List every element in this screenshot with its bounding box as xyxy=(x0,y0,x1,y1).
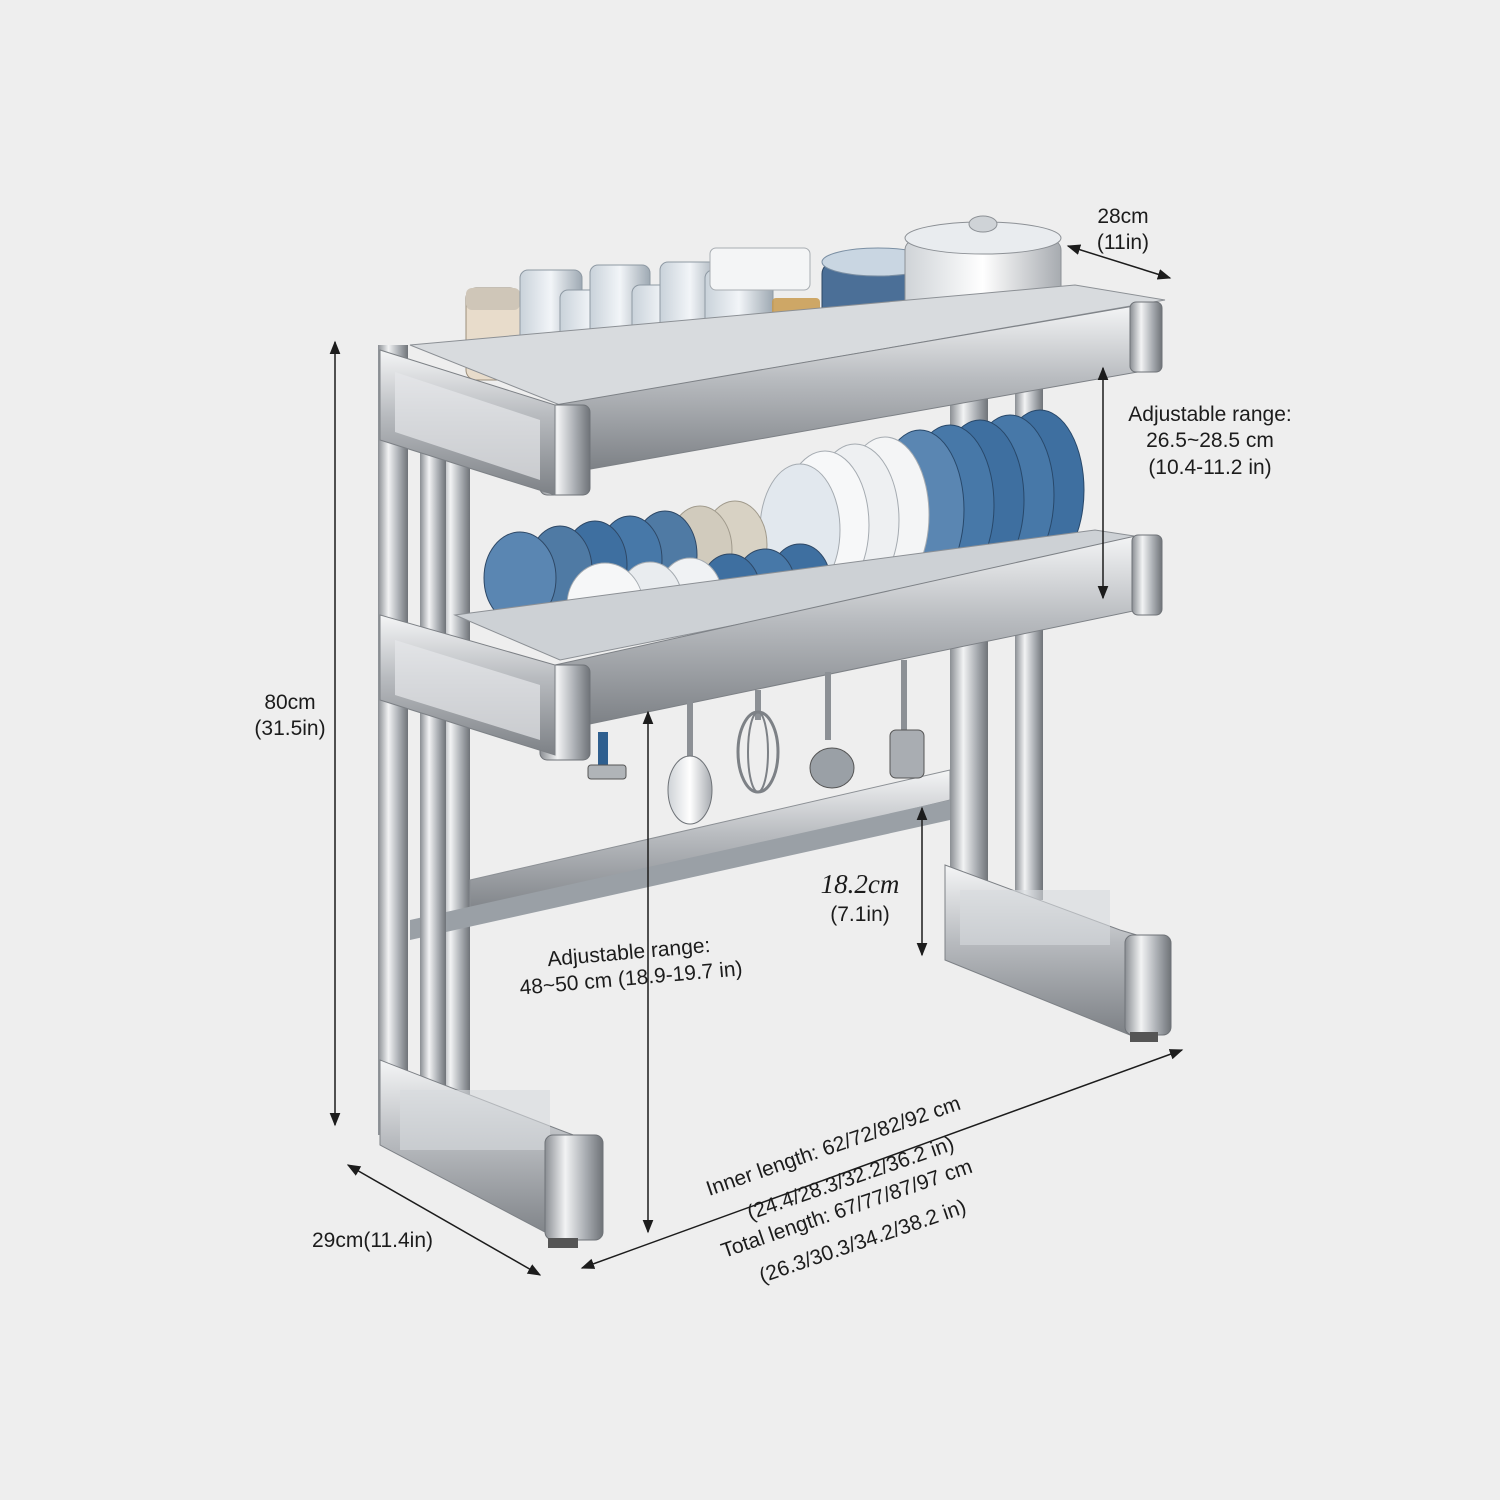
lower-shelf xyxy=(379,529,1163,761)
upper-adjust-label: Adjustable range: 26.5~28.5 cm (10.4-11.… xyxy=(1110,402,1310,481)
top-depth-label: 28cm (11in) xyxy=(1078,204,1168,257)
top-depth-in: (11in) xyxy=(1096,231,1150,255)
top-shelf xyxy=(379,284,1166,496)
rail-clearance-label: 18.2cm (7.1in) xyxy=(800,868,920,928)
upper-adjust-in: (10.4-11.2 in) xyxy=(1148,455,1272,479)
height-cm: 80cm xyxy=(264,691,316,714)
height-label: 80cm (31.5in) xyxy=(240,690,340,743)
rail-clearance-in: (7.1in) xyxy=(830,902,890,926)
length-arrow xyxy=(580,1049,1184,1269)
dimension-lines xyxy=(329,244,1184,1276)
front-right-leg xyxy=(944,864,1172,1042)
top-depth-cm: 28cm xyxy=(1097,205,1149,228)
rail-clearance-cm: 18.2cm xyxy=(820,869,900,899)
base-depth-label: 29cm(11.4in) xyxy=(312,1229,433,1252)
top-depth-arrow xyxy=(1066,244,1172,280)
base-depth-arrow xyxy=(346,1164,542,1276)
upper-adjust-cm: 26.5~28.5 cm xyxy=(1146,429,1274,453)
height-in: (31.5in) xyxy=(254,717,326,741)
upper-adjust-title: Adjustable range: xyxy=(1128,403,1292,426)
bottom-cross-rail xyxy=(410,769,951,940)
hanging-utensils xyxy=(587,660,925,825)
